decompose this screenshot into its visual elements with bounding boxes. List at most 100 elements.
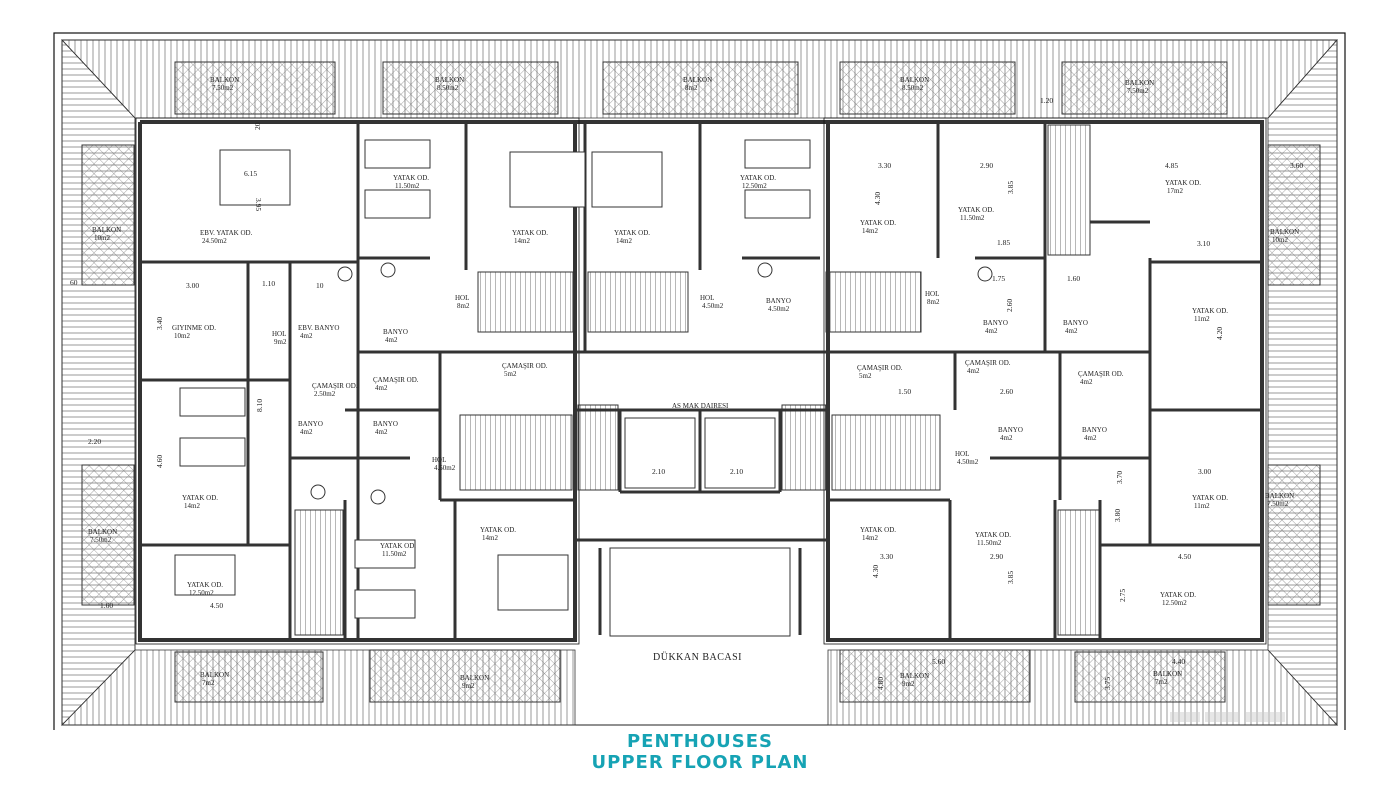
room-name-label: BALKON bbox=[460, 674, 489, 682]
room-area-label: 7.50m2 bbox=[90, 536, 112, 544]
dimension-label: 3.70 bbox=[1115, 471, 1124, 484]
room-name-label: YATAK OD. bbox=[393, 174, 429, 182]
room-area-label: 5m2 bbox=[504, 370, 517, 378]
room-name-label: ÇAMAŞIR OD. bbox=[965, 359, 1011, 367]
balcony-top-4 bbox=[839, 61, 1016, 115]
stairs-center-right bbox=[781, 404, 827, 491]
plan-title-line-2: UPPER FLOOR PLAN bbox=[591, 752, 809, 773]
room-area-label: 4m2 bbox=[1000, 434, 1013, 442]
room-area-label: 14m2 bbox=[514, 237, 530, 245]
balcony-top-5 bbox=[1061, 61, 1228, 115]
dimension-label: 20 bbox=[253, 122, 262, 130]
dimension-label: 3.00 bbox=[1198, 467, 1211, 476]
shop-shaft bbox=[609, 547, 791, 637]
floor-plan-drawing: BALKON7.50m2BALKON8.50m2BALKON8m2BALKON8… bbox=[53, 32, 1346, 730]
dimension-label: 6.15 bbox=[244, 169, 257, 178]
room-name-label: ÇAMAŞIR OD. bbox=[502, 362, 548, 370]
room-name-label: HOL bbox=[272, 330, 286, 338]
roof-hatch-east bbox=[1267, 38, 1338, 727]
room-name-label: HOL bbox=[455, 294, 469, 302]
room-name-label: YATAK OD. bbox=[182, 494, 218, 502]
room-area-label: 14m2 bbox=[862, 534, 878, 542]
room-name-label: YATAK OD. bbox=[958, 206, 994, 214]
room-area-label: 9m2 bbox=[274, 338, 287, 346]
stairs-right-lower bbox=[831, 414, 941, 491]
room-name-label: BALKON bbox=[88, 528, 117, 536]
room-area-label: 4m2 bbox=[375, 384, 388, 392]
room-area-label: 11.50m2 bbox=[382, 550, 407, 558]
dimension-label: 1.60 bbox=[100, 601, 113, 610]
balcony-top-1 bbox=[174, 61, 336, 115]
dimension-label: 2.75 bbox=[1118, 589, 1127, 602]
room-area-label: 5m2 bbox=[859, 372, 872, 380]
stairs-right-spiral-top bbox=[1047, 124, 1091, 256]
plan-title-line-1: PENTHOUSES bbox=[626, 731, 774, 752]
dimension-label: 2.90 bbox=[990, 552, 1003, 561]
elevator-label: AS MAK DAIRESI bbox=[672, 402, 729, 410]
room-name-label: BANYO bbox=[298, 420, 323, 428]
room-name-label: GIYINME OD. bbox=[172, 324, 216, 332]
room-name-label: HOL bbox=[925, 290, 939, 298]
room-name-label: BALKON bbox=[1265, 492, 1294, 500]
room-area-label: 12.50m2 bbox=[1162, 599, 1187, 607]
stairs-center-upper bbox=[587, 271, 689, 333]
room-area-label: 4m2 bbox=[1080, 378, 1093, 386]
room-name-label: YATAK OD. bbox=[1165, 179, 1201, 187]
room-area-label: 4m2 bbox=[985, 327, 998, 335]
room-name-label: HOL bbox=[432, 456, 446, 464]
room-name-label: EBV. YATAK OD. bbox=[200, 229, 253, 237]
room-name-label: YATAK OD. bbox=[860, 526, 896, 534]
dimension-label: 4.50 bbox=[210, 601, 223, 610]
dimension-label: 4.60 bbox=[155, 455, 164, 468]
room-area-label: 14m2 bbox=[616, 237, 632, 245]
room-name-label: YATAK OD. bbox=[740, 174, 776, 182]
room-name-label: YATAK OD. bbox=[380, 542, 416, 550]
dimension-label: 3.85 bbox=[1006, 571, 1015, 584]
balcony-west-1 bbox=[81, 144, 135, 286]
beds bbox=[174, 139, 811, 619]
dimension-label: 3.80 bbox=[1113, 509, 1122, 522]
room-area-label: 8m2 bbox=[927, 298, 940, 306]
dimension-label: 2.60 bbox=[1005, 299, 1014, 312]
balcony-west-2 bbox=[81, 464, 135, 606]
dimension-label: 10 bbox=[316, 281, 324, 290]
room-name-label: BALKON bbox=[92, 226, 121, 234]
room-area-label: 4m2 bbox=[300, 332, 313, 340]
room-name-label: BALKON bbox=[435, 76, 464, 84]
dimension-label: 4.85 bbox=[1165, 161, 1178, 170]
room-area-label: 4m2 bbox=[1065, 327, 1078, 335]
room-area-label: 4.50m2 bbox=[768, 305, 790, 313]
stairs-left-upper bbox=[477, 271, 574, 333]
balcony-top-3 bbox=[602, 61, 799, 115]
room-name-label: HOL bbox=[700, 294, 714, 302]
balcony-bottom-3 bbox=[839, 649, 1031, 703]
dimension-label: 3.30 bbox=[880, 552, 893, 561]
room-area-label: 4m2 bbox=[1084, 434, 1097, 442]
elevator-box-right bbox=[704, 417, 776, 489]
drawing-frame bbox=[53, 32, 1346, 730]
dimension-label: 2.90 bbox=[980, 161, 993, 170]
watermark bbox=[1170, 712, 1285, 722]
dimension-label: 4.80 bbox=[876, 677, 885, 690]
room-name-label: ÇAMAŞIR OD. bbox=[312, 382, 358, 390]
room-area-label: 8.50m2 bbox=[902, 84, 924, 92]
dimension-label: 2.10 bbox=[730, 467, 743, 476]
dimension-label: 2.10 bbox=[652, 467, 665, 476]
room-area-label: 9m2 bbox=[462, 682, 475, 690]
room-name-label: BALKON bbox=[1153, 670, 1182, 678]
room-area-label: 10m2 bbox=[94, 234, 110, 242]
room-name-label: YATAK OD. bbox=[187, 581, 223, 589]
room-area-label: 17m2 bbox=[1167, 187, 1183, 195]
room-area-label: 11.50m2 bbox=[977, 539, 1002, 547]
room-name-label: BALKON bbox=[683, 76, 712, 84]
room-area-label: 10m2 bbox=[174, 332, 190, 340]
room-name-label: YATAK OD. bbox=[1192, 307, 1228, 315]
room-area-label: 11m2 bbox=[1194, 502, 1210, 510]
room-area-label: 7.50m2 bbox=[1267, 500, 1289, 508]
room-area-label: 14m2 bbox=[482, 534, 498, 542]
room-area-label: 4.50m2 bbox=[702, 302, 724, 310]
dimension-label: 3.40 bbox=[155, 317, 164, 330]
dimension-label: 60 bbox=[70, 278, 78, 287]
room-name-label: BANYO bbox=[983, 319, 1008, 327]
room-name-label: ÇAMAŞIR OD. bbox=[373, 376, 419, 384]
